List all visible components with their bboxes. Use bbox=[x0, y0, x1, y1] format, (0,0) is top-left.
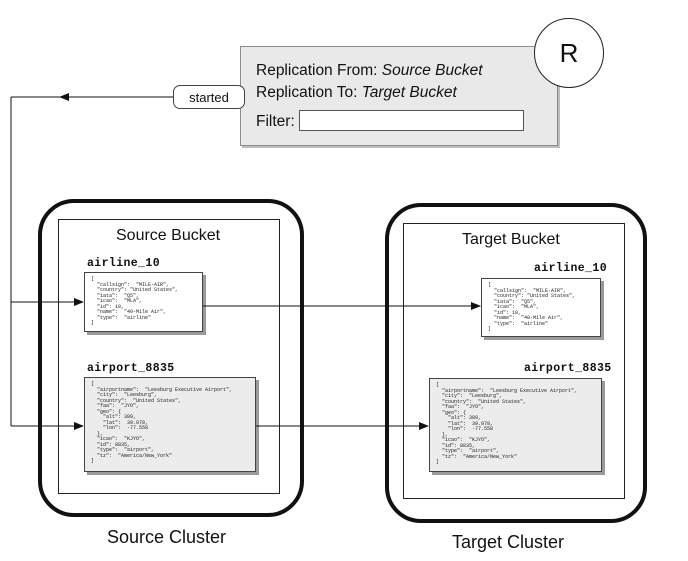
status-started-tag: started bbox=[173, 85, 245, 109]
replication-from-label: Replication From: bbox=[256, 62, 382, 79]
source-cluster-label: Source Cluster bbox=[107, 527, 227, 547]
replication-to-label: Replication To: bbox=[256, 84, 362, 101]
replication-to: Replication To: Target Bucket bbox=[256, 84, 457, 102]
target-bucket-title: Target Bucket bbox=[462, 231, 560, 248]
replication-to-value: Target Bucket bbox=[361, 84, 457, 101]
filter-input[interactable] bbox=[299, 110, 524, 131]
source-doc-airport: [ "airportname": "Leesburg Executive Air… bbox=[84, 377, 256, 472]
replication-from: Replication From: Source Bucket bbox=[256, 62, 483, 80]
filter-label: Filter: bbox=[256, 113, 295, 130]
target-cluster-label: Target Cluster bbox=[452, 532, 565, 552]
target-doc-airline-key: airline_10 bbox=[534, 262, 608, 275]
replication-panel: Replication From: Source Bucket Replicat… bbox=[240, 46, 558, 146]
source-doc-airline: [ "callsign": "MILE-AIR", "country": "Un… bbox=[84, 272, 203, 332]
source-bucket-title: Source Bucket bbox=[116, 227, 221, 244]
source-doc-airport-key: airport_8835 bbox=[87, 362, 175, 375]
source-doc-airline-key: airline_10 bbox=[87, 257, 161, 270]
target-doc-airport-key: airport_8835 bbox=[524, 362, 612, 375]
target-doc-airline: [ "callsign": "MILE-AIR", "country": "Un… bbox=[481, 278, 601, 337]
replication-badge: R bbox=[534, 18, 604, 88]
target-doc-airport: [ "airportname": "Leesburg Executive Air… bbox=[429, 378, 602, 472]
replication-from-value: Source Bucket bbox=[381, 62, 483, 79]
